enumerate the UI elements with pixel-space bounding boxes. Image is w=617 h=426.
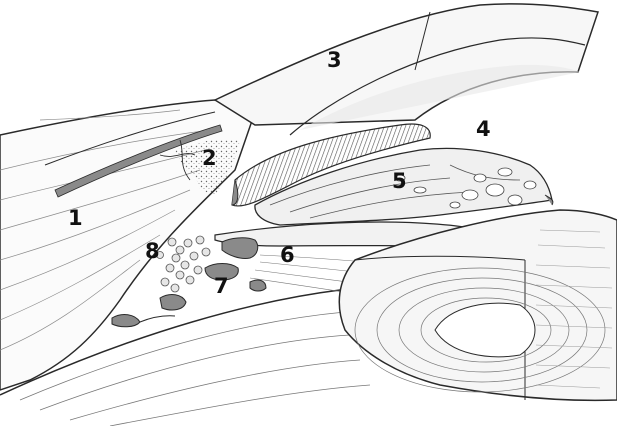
label-6: 6	[280, 243, 295, 267]
label-7: 7	[214, 274, 229, 298]
cornea	[215, 4, 598, 135]
label-2: 2	[202, 146, 217, 170]
label-8: 8	[145, 239, 160, 263]
label-1: 1	[68, 206, 83, 230]
label-5: 5	[392, 169, 407, 193]
trabecular-meshwork	[157, 236, 211, 292]
label-4: 4	[476, 117, 491, 141]
label-3: 3	[327, 48, 342, 72]
